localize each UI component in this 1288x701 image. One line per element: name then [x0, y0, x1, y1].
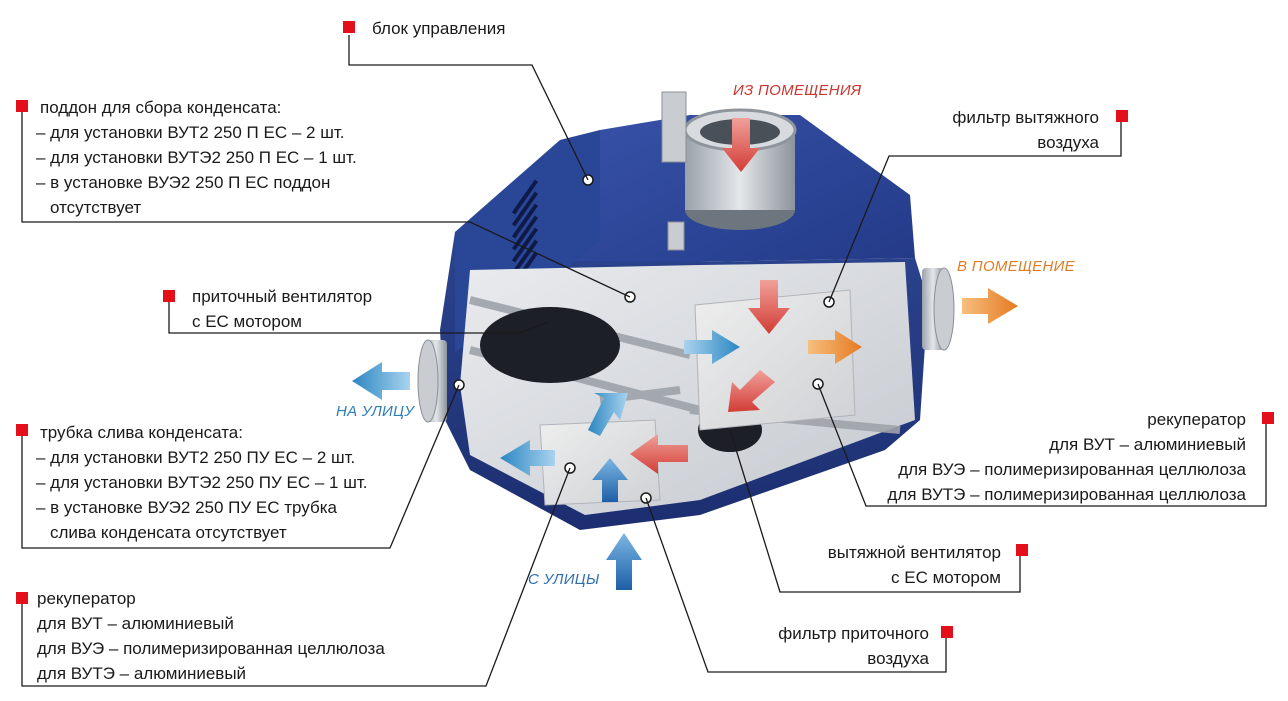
mount-bracket — [661, 91, 687, 163]
label-line: с ЕС мотором — [192, 312, 302, 331]
flow-label-from-room: ИЗ ПОМЕЩЕНИЯ — [733, 82, 862, 99]
label-line: для ВУТЭ – алюминиевый — [37, 664, 247, 683]
marker-recuperator-left — [16, 592, 28, 604]
marker-control-unit — [343, 21, 355, 33]
label-line: рекуператор — [37, 589, 136, 608]
label-line: воздуха — [867, 649, 929, 668]
arrow-from-street — [606, 533, 642, 590]
flow-label-to-street: НА УЛИЦУ — [336, 403, 415, 420]
label-line: поддон для сбора конденсата: — [40, 98, 282, 117]
label-line: – в установке ВУЭ2 250 ПУ ЕС трубка — [36, 498, 337, 517]
label-line: фильтр приточного — [778, 624, 929, 643]
label-line: – для установки ВУТЭ2 250 ПУ ЕС – 1 шт. — [36, 473, 368, 492]
label-line: трубка слива конденсата: — [40, 423, 243, 442]
arrow-outdoor-inside-2 — [500, 440, 555, 476]
label-recuperator-left: рекуператор для ВУТ – алюминиевый для ВУ… — [37, 586, 385, 686]
label-exhaust-filter: фильтр вытяжного воздуха — [952, 105, 1099, 155]
leader-drain-pipe — [21, 384, 460, 549]
label-exhaust-fan: вытяжной вентилятор с ЕС мотором — [828, 540, 1001, 590]
arrow-from-room — [722, 118, 760, 172]
recuperator-block-left — [539, 419, 661, 506]
label-line: рекуператор — [1147, 410, 1246, 429]
leader-supply-fan — [168, 300, 549, 334]
arrow-exhaust-inside-3 — [630, 434, 688, 474]
label-line: для ВУЭ – полимеризированная целлюлоза — [898, 460, 1246, 479]
label-line: – для установки ВУТЭ2 250 П ЕС – 1 шт. — [36, 148, 357, 167]
leader-recuperator-left — [21, 467, 571, 687]
marker-supply-fan — [163, 290, 175, 302]
leader-recuperator-right — [817, 383, 1267, 507]
label-line: фильтр вытяжного — [952, 108, 1099, 127]
label-line: отсутствует — [50, 198, 142, 217]
label-line: вытяжной вентилятор — [827, 543, 1001, 562]
leader-control-unit — [348, 35, 589, 181]
label-line: – для установки ВУТ2 250 П ЕС – 2 шт. — [36, 123, 345, 142]
arrow-exhaust-inside-2 — [728, 370, 775, 412]
marker-supply-filter — [941, 626, 953, 638]
arrow-supply-inside — [808, 330, 862, 364]
label-line: для ВУТЭ – полимеризированная целлюлоза — [887, 485, 1246, 504]
marker-condensate-tray — [16, 100, 28, 112]
leader-condensate-tray — [21, 110, 631, 298]
flow-label-to-room: В ПОМЕЩЕНИЕ — [957, 258, 1075, 275]
label-recuperator-right: рекуператор для ВУТ – алюминиевый для ВУ… — [887, 407, 1246, 507]
marker-drain-pipe — [16, 424, 28, 436]
arrow-outdoor-inside-3 — [588, 393, 628, 436]
flow-label-from-street: С УЛИЦЫ — [528, 571, 600, 588]
leader-exhaust-fan — [729, 429, 1021, 593]
label-line: для ВУЭ – полимеризированная целлюлоза — [37, 639, 385, 658]
leader-lines — [21, 35, 1267, 687]
marker-exhaust-filter — [1116, 110, 1128, 122]
leader-supply-filter — [645, 497, 947, 673]
marker-exhaust-fan — [1016, 544, 1028, 556]
label-supply-filter: фильтр приточного воздуха — [778, 621, 929, 671]
marker-recuperator-right — [1262, 412, 1274, 424]
label-supply-fan: приточный вентилятор с ЕС мотором — [192, 284, 372, 334]
label-condensate-tray: поддон для сбора конденсата: – для устан… — [36, 95, 357, 220]
label-drain-pipe: трубка слива конденсата: – для установки… — [36, 420, 367, 545]
arrow-to-room — [962, 288, 1018, 324]
label-line: с ЕС мотором — [891, 568, 1001, 587]
label-line: приточный вентилятор — [192, 287, 373, 306]
arrow-to-street — [352, 362, 410, 400]
label-line: – в установке ВУЭ2 250 П ЕС поддон — [36, 173, 331, 192]
arrow-outdoor-inside-1 — [684, 330, 740, 364]
label-line: слива конденсата отсутствует — [50, 523, 287, 542]
label-line: для ВУТ – алюминиевый — [37, 614, 234, 633]
arrow-exhaust-inside-1 — [748, 280, 790, 334]
label-line: воздуха — [1037, 133, 1099, 152]
label-line: блок управления — [372, 19, 506, 38]
label-control-unit: блок управления — [372, 16, 505, 41]
arrow-outdoor-inside-4 — [592, 458, 628, 502]
label-line: – для установки ВУТ2 250 ПУ ЕС – 2 шт. — [36, 448, 356, 467]
leader-exhaust-filter — [828, 120, 1122, 303]
supply-fan-shape — [480, 307, 620, 383]
label-line: для ВУТ – алюминиевый — [1049, 435, 1246, 454]
